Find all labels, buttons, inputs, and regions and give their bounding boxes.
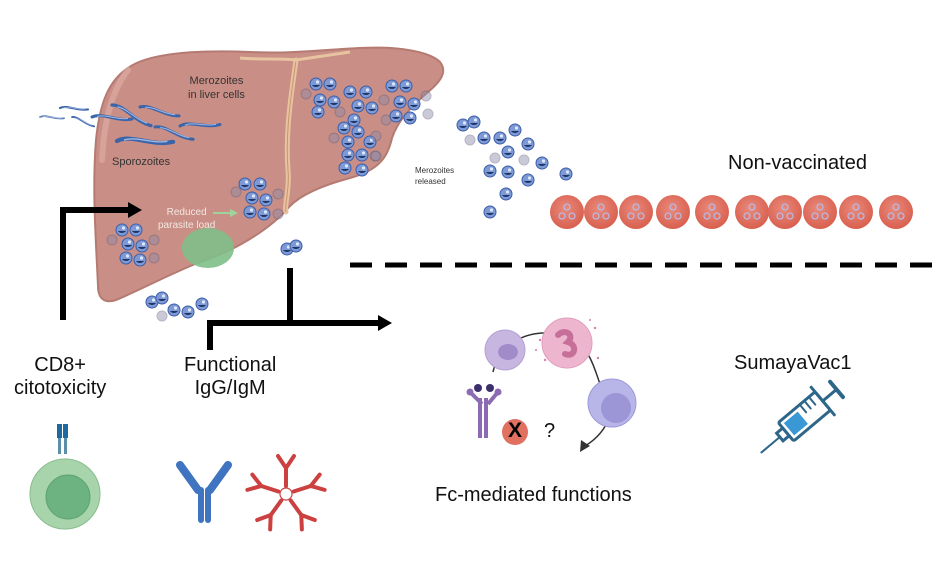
syringe-icon [760, 379, 845, 454]
infected-rbc-row [549, 194, 914, 230]
infected-rbc [878, 194, 914, 230]
reduced-load-arrow [213, 209, 238, 217]
label-line: Reduced [166, 207, 207, 218]
infected-rbc [694, 194, 730, 230]
infected-rbc [583, 194, 619, 230]
label-functional-igg-igm: Functional IgG/IgM [184, 354, 276, 400]
fc-immune-cycle-icon [466, 317, 637, 452]
blocked-rbc-icon [502, 419, 528, 445]
infected-rbc [802, 194, 838, 230]
igm-pentamer-icon [245, 454, 327, 532]
question-mark: ? [544, 420, 556, 442]
infected-rbc [618, 194, 654, 230]
label-vaccine-name: SumayaVac1 [734, 352, 852, 374]
label-fc-mediated-functions: Fc-mediated functions [435, 484, 632, 506]
blocked-mark: X [508, 419, 523, 442]
infected-rbc [549, 194, 585, 230]
label-line: released [415, 177, 446, 186]
label-non-vaccinated: Non-vaccinated [728, 152, 867, 174]
infected-rbc [767, 194, 803, 230]
label-line: parasite load [158, 220, 216, 231]
label-merozoites-released: Merozoites released [415, 165, 454, 187]
infected-rbc [655, 194, 691, 230]
infected-rbc [734, 194, 770, 230]
label-reduced-parasite-load: Reduced parasite load [158, 206, 215, 232]
label-line: Merozoites [415, 166, 455, 175]
label-sporozoites: Sporozoites [112, 156, 171, 168]
label-line: Merozoites [189, 75, 244, 87]
antibody-arrow [207, 268, 392, 350]
label-line: Functional [184, 354, 277, 376]
cd8-t-cell-icon [29, 424, 101, 530]
label-cd8-citotoxicity: CD8+ citotoxicity [14, 354, 106, 400]
infected-rbc [838, 194, 874, 230]
label-merozoites-in-liver: Merozoites in liver cells [188, 74, 245, 102]
nk-cell-icon [587, 378, 637, 428]
label-line: citotoxicity [14, 377, 107, 399]
label-line: in liver cells [188, 89, 245, 101]
label-line: CD8+ [34, 354, 86, 376]
monocyte-icon [484, 329, 526, 371]
cd8-arrow [60, 202, 142, 320]
neutrophil-icon [535, 317, 600, 369]
label-line: IgG/IgM [194, 377, 266, 399]
igg-antibody-icon [176, 461, 232, 523]
fc-receptor-icon [466, 384, 502, 438]
